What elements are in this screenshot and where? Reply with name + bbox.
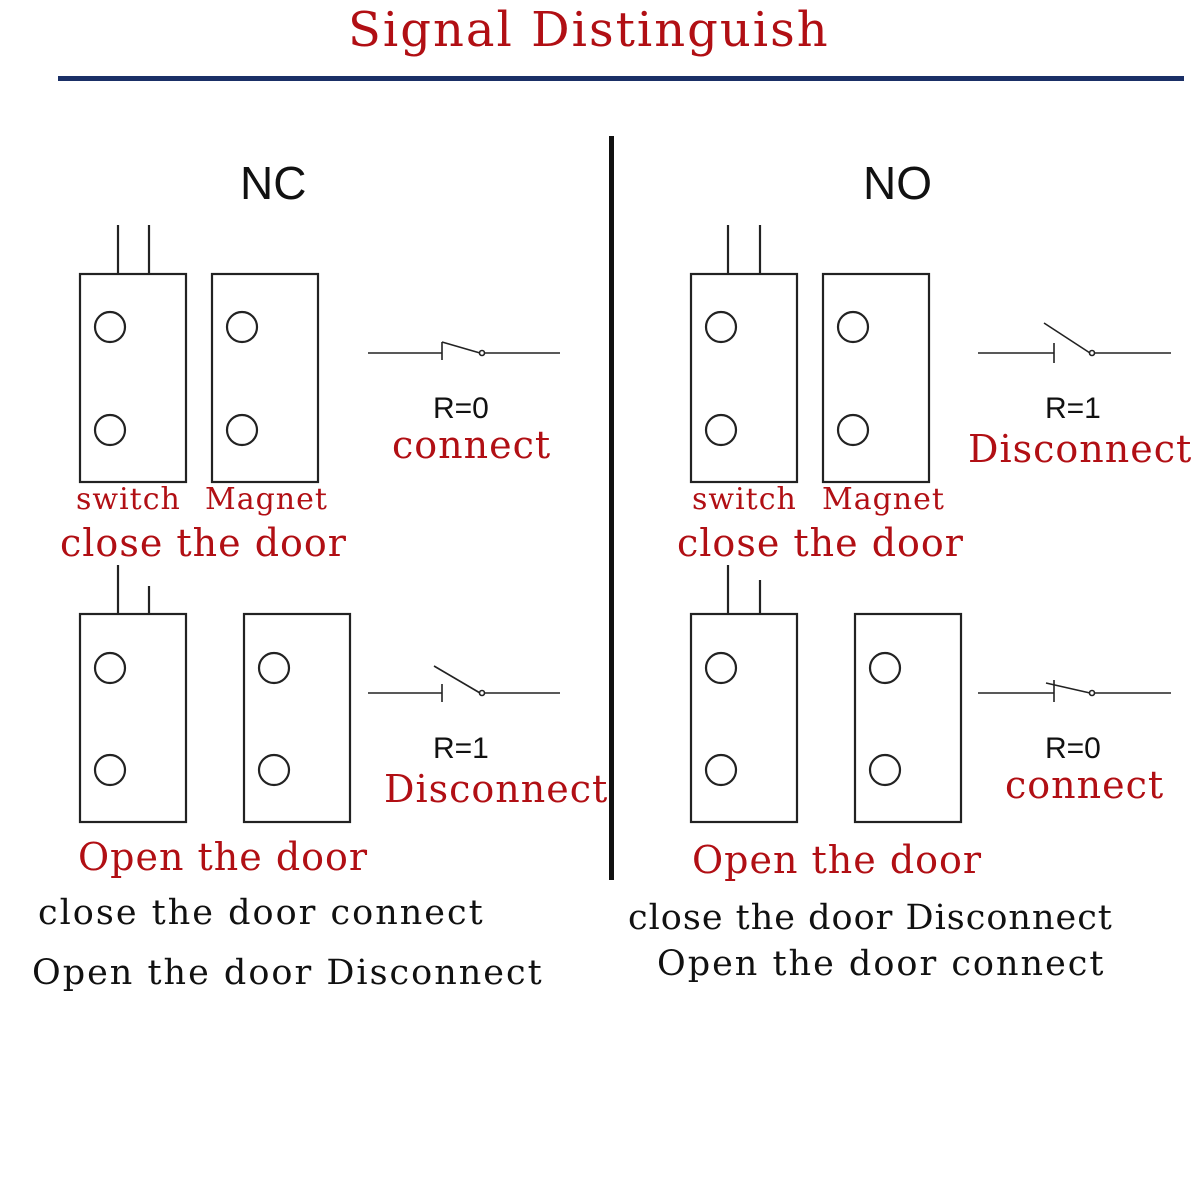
no-closed-magnet-body bbox=[821, 272, 931, 484]
no-summary-closed: close the door Disconnect bbox=[628, 898, 1113, 938]
no-closed-switch-body bbox=[689, 225, 799, 484]
nc-open-contact-symbol bbox=[368, 665, 560, 702]
no-open-caption: Open the door bbox=[692, 838, 983, 882]
no-open-state: connect bbox=[1005, 763, 1165, 807]
nc-open-state: Disconnect bbox=[384, 767, 609, 811]
no-open-magnet-body bbox=[853, 612, 963, 824]
no-closed-state: Disconnect bbox=[968, 427, 1193, 471]
nc-open-switch-body bbox=[78, 565, 188, 824]
nc-open-resistance: R=1 bbox=[433, 732, 489, 765]
no-closed-contact-symbol bbox=[978, 322, 1171, 363]
nc-closed-state: connect bbox=[392, 423, 552, 467]
no-open-contact-symbol bbox=[978, 680, 1171, 702]
nc-closed-contact-symbol bbox=[368, 341, 560, 360]
nc-heading: NC bbox=[240, 157, 307, 209]
no-closed-resistance: R=1 bbox=[1045, 392, 1101, 425]
nc-closed-switch-body bbox=[78, 225, 188, 484]
no-switch-label: switch bbox=[692, 482, 797, 517]
header-rule bbox=[58, 76, 1184, 81]
nc-summary-open: Open the door Disconnect bbox=[32, 953, 544, 993]
nc-open-magnet-body bbox=[242, 612, 352, 824]
nc-closed-caption: close the door bbox=[60, 521, 347, 565]
no-magnet-label: Magnet bbox=[822, 482, 945, 517]
nc-open-caption: Open the door bbox=[78, 835, 369, 879]
center-divider bbox=[609, 136, 614, 880]
nc-closed-resistance: R=0 bbox=[433, 392, 489, 425]
no-open-switch-body bbox=[689, 565, 799, 824]
nc-closed-magnet-body bbox=[210, 272, 320, 484]
nc-switch-label: switch bbox=[76, 482, 181, 517]
no-summary-open: Open the door connect bbox=[657, 944, 1106, 984]
no-heading: NO bbox=[863, 157, 932, 209]
no-closed-caption: close the door bbox=[677, 521, 964, 565]
nc-magnet-label: Magnet bbox=[205, 482, 328, 517]
nc-summary-closed: close the door connect bbox=[38, 893, 485, 933]
no-open-resistance: R=0 bbox=[1045, 732, 1101, 765]
page-title: Signal Distinguish bbox=[348, 2, 830, 58]
